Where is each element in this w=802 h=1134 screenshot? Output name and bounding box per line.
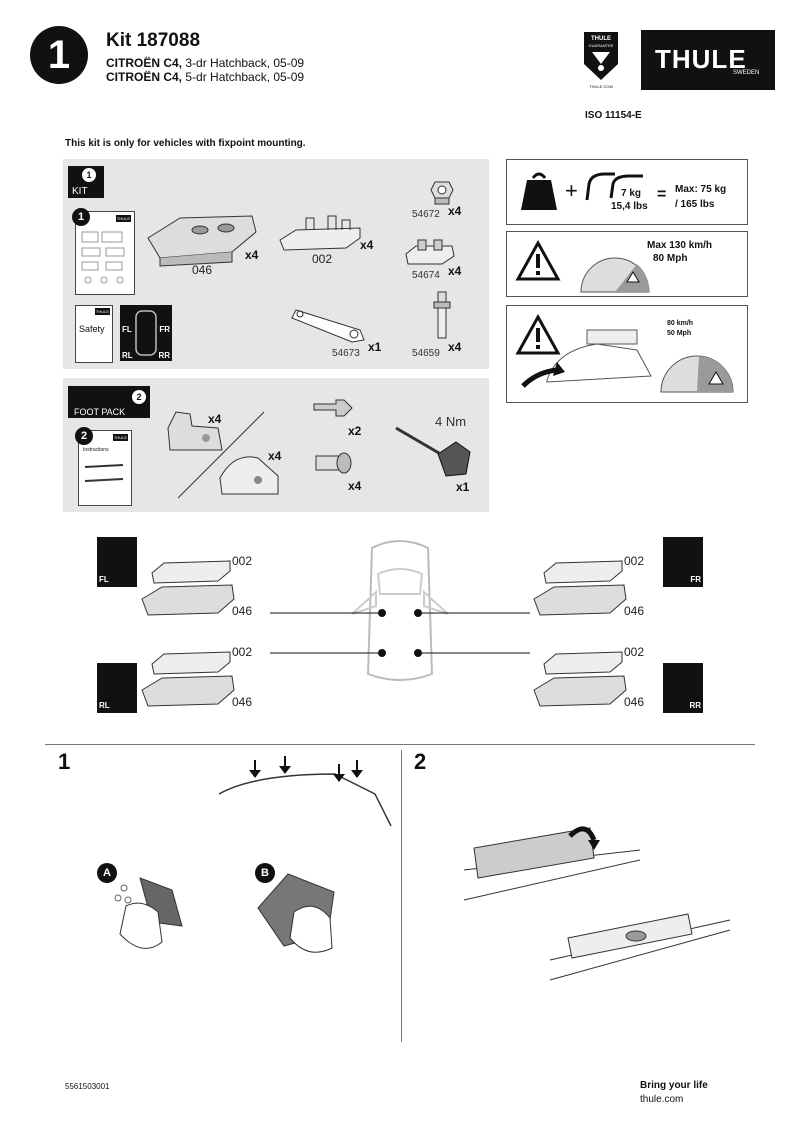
model-line-3dr: CITROËN C4, 3-dr Hatchback, 05-09 (106, 56, 305, 70)
step-2-number: 2 (414, 749, 427, 774)
dry-with-cloth-icon (257, 873, 335, 953)
part-54674-qty: x4 (448, 264, 462, 278)
key-qty: x2 (348, 424, 362, 438)
brand-tagline: Bring your life (640, 1080, 708, 1091)
torque-label: 4 Nm (435, 414, 467, 429)
rr-046: 046 (624, 695, 645, 709)
corner-fl-card: FL (97, 537, 137, 587)
plus-sign: + (565, 178, 578, 203)
lock-qty: x4 (348, 479, 362, 493)
lock-cylinder-icon (315, 452, 352, 474)
fl-assembly-icon (141, 560, 235, 616)
svg-text:GUARANTEE: GUARANTEE (589, 43, 614, 48)
kit-title: Kit 187088 (106, 30, 201, 51)
key-icon (313, 399, 353, 417)
part-54659-code: 54659 (412, 348, 440, 359)
part-046-pad-icon (147, 215, 257, 267)
rl-046: 046 (232, 695, 253, 709)
thule-logo: THULE SWEDEN (641, 30, 775, 90)
part-002-qty: x4 (360, 238, 374, 252)
tool-qty: x1 (456, 480, 470, 494)
foot-type2-qty: x4 (268, 449, 282, 463)
wipe-with-cleaner-icon (114, 877, 183, 949)
reduced-speed-mph: 50 Mph (667, 330, 692, 337)
rl-002: 002 (232, 645, 253, 659)
part-002-code: 002 (312, 252, 333, 266)
corner-rl-card: RL (97, 663, 137, 713)
fr-002: 002 (624, 554, 645, 568)
bars-weight-kg: 7 kg (621, 188, 642, 199)
section-divider (45, 744, 755, 745)
safety-booklet: Safety THULE (75, 305, 113, 363)
roof-load-warning-box: 80 km/h 50 Mph (506, 305, 748, 403)
rr-assembly-icon (533, 651, 627, 707)
max-speed-mph: 80 Mph (653, 253, 688, 264)
svg-text:THULE: THULE (591, 36, 611, 42)
foot-type2-icon (219, 456, 279, 495)
kit-instruction-booklet: 1 THULE (72, 208, 135, 295)
part-54659-bolt-icon (433, 291, 451, 339)
speedometer-icon (660, 355, 734, 393)
car-with-load-icon (521, 329, 652, 388)
fl-046: 046 (232, 604, 253, 618)
corner-fr-card: FR (663, 537, 703, 587)
equals-sign: = (657, 186, 667, 203)
step-a-badge: A (97, 863, 117, 883)
fr-assembly-icon (533, 560, 627, 616)
foot-pack-booklet: 2 THULE Instructions (75, 427, 132, 506)
corner-rr-card: RR (663, 663, 703, 713)
speedometer-icon (580, 257, 650, 293)
step-1-number: 1 (58, 749, 71, 774)
warning-triangle-icon (515, 314, 561, 355)
rr-002: 002 (624, 645, 645, 659)
part-002-clamp-icon (279, 215, 361, 251)
foot-type1-qty: x4 (208, 412, 222, 426)
foot-pack-box-icon: 2 FOOT PACK (68, 386, 150, 418)
fr-046: 046 (624, 604, 645, 618)
step-b-badge: B (255, 863, 275, 883)
part-54672-nut-icon (430, 181, 454, 205)
document-code: 5561503001 (65, 1082, 110, 1091)
fixpoint-note: This kit is only for vehicles with fixpo… (65, 138, 306, 149)
part-54672-qty: x4 (448, 204, 462, 218)
part-54673-code: 54673 (332, 348, 360, 359)
car-position-card: FL FR RL RR (120, 305, 172, 361)
install-pad-diagram (463, 826, 731, 981)
part-54673-qty: x1 (368, 340, 382, 354)
step-divider (401, 750, 402, 1042)
model-line-5dr: CITROËN C4, 5-dr Hatchback, 05-09 (106, 70, 305, 84)
roof-bars-icon (585, 172, 643, 201)
load-capacity-box: + 7 kg 15,4 lbs = Max: 75 kg / 165 lbs (506, 159, 748, 225)
reduced-speed-kmh: 80 km/h (667, 320, 694, 327)
weight-icon (521, 172, 557, 210)
foot-type1-icon (167, 411, 223, 451)
part-54659-qty: x4 (448, 340, 462, 354)
part-54672-code: 54672 (412, 209, 440, 220)
torque-tool-icon (395, 426, 471, 477)
rl-assembly-icon (141, 651, 235, 707)
max-speed-kmh: Max 130 km/h (647, 240, 713, 251)
roof-cleaning-diagram (218, 756, 392, 827)
brand-url[interactable]: thule.com (640, 1094, 684, 1105)
part-54674-code: 54674 (412, 270, 440, 281)
fl-002: 002 (232, 554, 253, 568)
divider-slash (177, 411, 265, 499)
guarantee-shield-icon: THULE GUARANTEE THULE.COM (582, 30, 620, 90)
kit-box-icon: 1 KIT (68, 166, 104, 198)
part-046-qty: x4 (245, 248, 259, 262)
max-load-lbs: / 165 lbs (675, 199, 715, 210)
part-54674-plate-icon (405, 239, 455, 265)
max-load-kg: Max: 75 kg (675, 184, 727, 195)
part-54673-spanner-icon (291, 309, 365, 343)
part-046-code: 046 (192, 263, 213, 277)
bars-weight-lbs: 15,4 lbs (611, 201, 648, 212)
car-top-view (270, 540, 530, 681)
speed-limit-box: Max 130 km/h 80 Mph (506, 231, 748, 297)
svg-text:THULE.COM: THULE.COM (589, 84, 613, 89)
warning-triangle-icon (515, 240, 561, 281)
step-number-circle: 1 (30, 26, 88, 84)
iso-standard: ISO 11154-E (585, 110, 642, 121)
